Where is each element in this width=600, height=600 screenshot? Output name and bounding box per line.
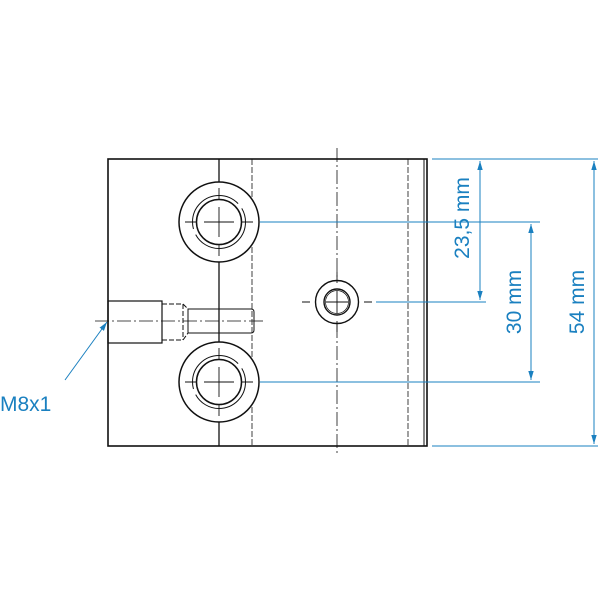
dimension-overall-height: 54 mm	[566, 270, 589, 334]
lower-counterbore-hole	[178, 341, 260, 423]
thread-callout: M8x1	[0, 393, 51, 416]
center-small-hole	[302, 272, 372, 332]
dimension-lines	[64, 158, 598, 447]
dimension-hole-spacing: 30 mm	[503, 270, 526, 334]
dimension-hole-to-top: 23,5 mm	[451, 177, 474, 259]
upper-counterbore-hole	[178, 181, 260, 263]
threaded-bore	[95, 300, 265, 344]
